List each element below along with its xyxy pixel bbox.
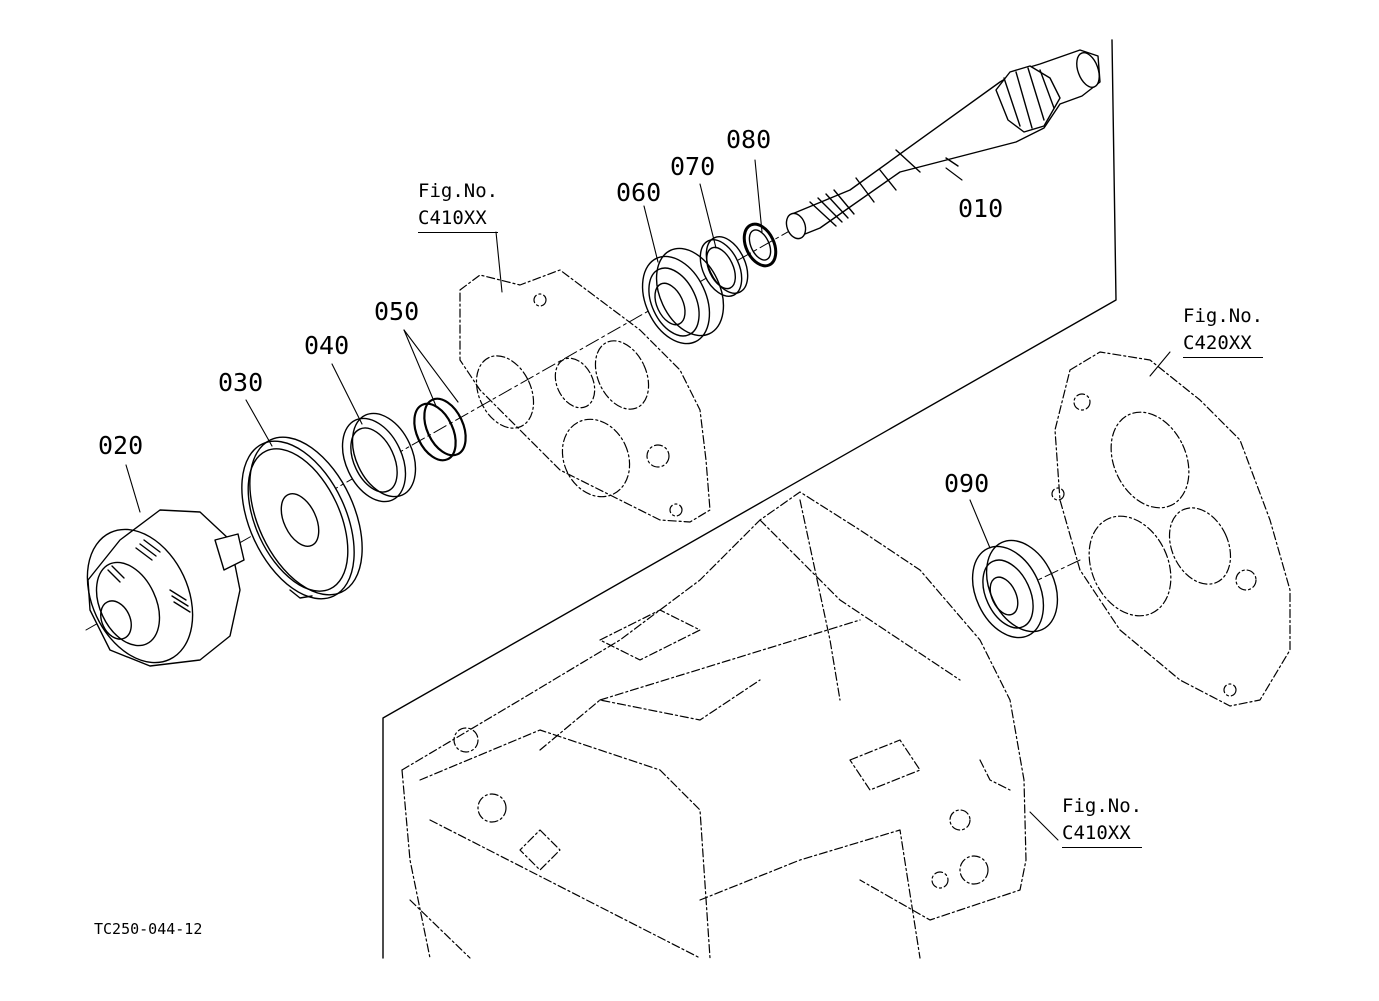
figure-reference-label: Fig.No. bbox=[418, 180, 499, 202]
figure-reference-code: C410XX bbox=[1062, 820, 1143, 848]
document-id: TC250-044-12 bbox=[94, 920, 203, 938]
transmission-case-c410xx bbox=[402, 492, 1026, 958]
part-number-070: 070 bbox=[670, 152, 716, 181]
leader-lines bbox=[126, 160, 1170, 840]
part-number-020: 020 bbox=[98, 431, 144, 460]
figure-reference-c410xx-lower: Fig.No. C410XX bbox=[1062, 793, 1143, 848]
bearing-060 bbox=[629, 238, 736, 355]
snap-ring-080 bbox=[738, 219, 782, 271]
part-number-050: 050 bbox=[374, 297, 420, 326]
figure-reference-code: C410XX bbox=[418, 205, 499, 233]
section-frame bbox=[383, 40, 1116, 958]
seal-rings-050 bbox=[406, 392, 474, 467]
housing-c410xx-upper bbox=[460, 270, 710, 522]
part-number-030: 030 bbox=[218, 368, 264, 397]
figure-reference-c420xx: Fig.No. C420XX bbox=[1183, 303, 1264, 358]
part-number-090: 090 bbox=[944, 469, 990, 498]
figure-reference-code: C420XX bbox=[1183, 330, 1264, 358]
part-number-060: 060 bbox=[616, 178, 662, 207]
figure-reference-label: Fig.No. bbox=[1183, 305, 1264, 327]
part-number-010: 010 bbox=[958, 194, 1004, 223]
clutch-hub-020 bbox=[67, 510, 244, 680]
figure-reference-label: Fig.No. bbox=[1062, 795, 1143, 817]
shaft-010 bbox=[783, 50, 1103, 242]
thrust-plate-030 bbox=[219, 420, 385, 617]
part-number-080: 080 bbox=[726, 125, 772, 154]
collar-070 bbox=[692, 230, 756, 303]
bearing-040 bbox=[330, 403, 428, 511]
housing-c420xx bbox=[1052, 352, 1290, 706]
bearing-090 bbox=[959, 529, 1072, 649]
part-number-040: 040 bbox=[304, 331, 350, 360]
figure-reference-c410xx-upper: Fig.No. C410XX bbox=[418, 178, 499, 233]
